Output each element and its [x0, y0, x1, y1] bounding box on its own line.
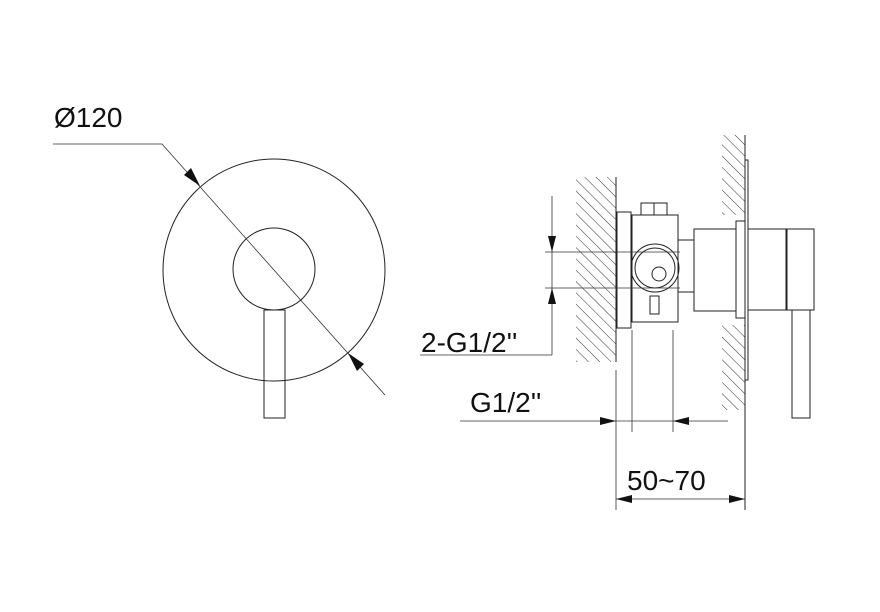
- diameter-label: Ø120: [54, 102, 123, 133]
- flange: [735, 220, 746, 319]
- inlet-port: [630, 243, 680, 293]
- dimension-arrow: [616, 495, 632, 503]
- dimension-arrow: [184, 168, 200, 186]
- dimension-arrow: [673, 417, 689, 425]
- lever-cap: [786, 228, 815, 311]
- trim-body: [747, 228, 787, 311]
- diameter-leader-line: [53, 143, 386, 396]
- dimension-arrow: [729, 495, 745, 503]
- dimension-arrow: [600, 417, 616, 425]
- side-view: 2-G1/2'' G1/2'' 50~70: [420, 135, 815, 510]
- outlet-size-label: G1/2'': [470, 387, 541, 418]
- cartridge-housing: [693, 228, 737, 312]
- front-view: Ø120: [53, 102, 386, 419]
- wall-depth-label: 50~70: [627, 465, 706, 496]
- lever-handle: [263, 309, 286, 419]
- wall-hatch: [722, 325, 745, 410]
- dimension-arrow: [348, 353, 364, 371]
- cover-plate-outline: [162, 158, 386, 382]
- wall-hatch: [722, 135, 745, 215]
- lever-handle-side: [791, 309, 811, 419]
- dimension-arrow: [548, 236, 556, 252]
- handle-hub-outline: [232, 227, 316, 311]
- dimension-arrow: [548, 288, 556, 304]
- inlet-size-label: 2-G1/2'': [421, 327, 517, 358]
- wall-hatch: [576, 177, 616, 362]
- mounting-plate: [616, 211, 632, 329]
